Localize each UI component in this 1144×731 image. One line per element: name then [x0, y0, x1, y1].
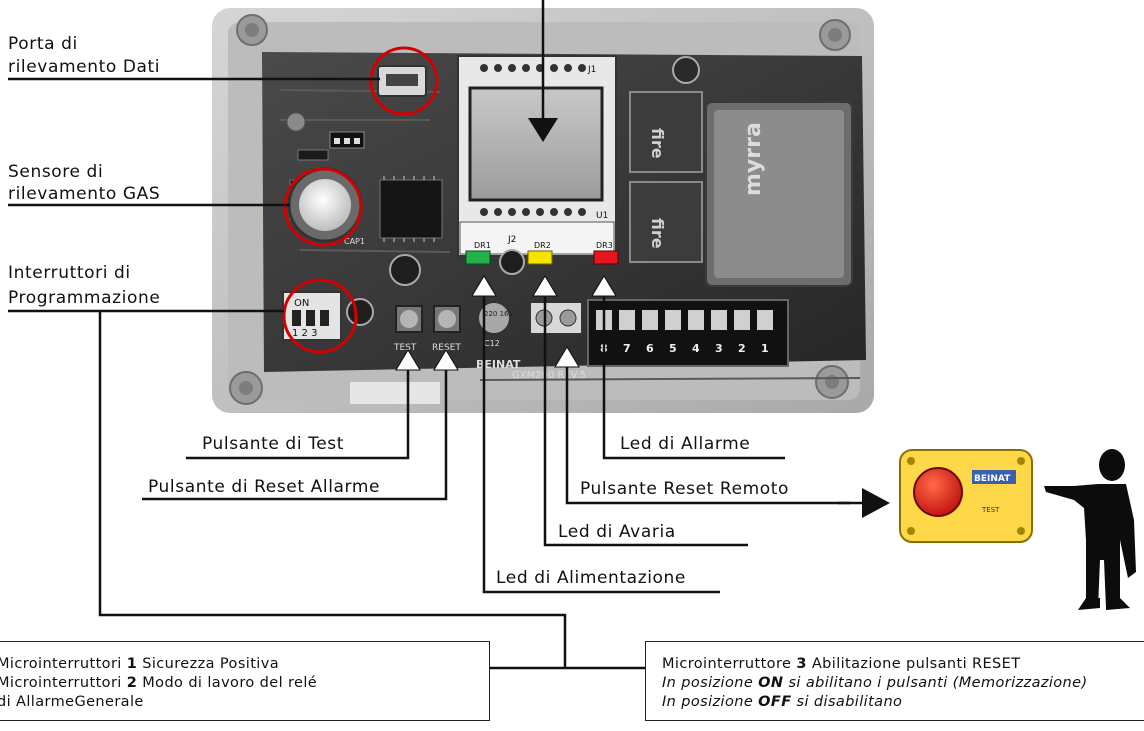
arrow-power-led [471, 275, 497, 297]
label-reset-alarm-button: Pulsante di Reset Allarme [148, 477, 381, 497]
cap-text: 220 16V [484, 310, 513, 318]
svg-text:ON: ON [294, 298, 309, 309]
dip-toggle-1 [292, 310, 301, 326]
label-alarm-led: Led di Allarme [620, 434, 751, 454]
pointing-person-silhouette [1044, 449, 1136, 610]
arrowheads [528, 118, 890, 518]
arrow-remote [862, 488, 890, 518]
silk-reset: RESET [432, 343, 461, 353]
label-switches-line1: Interruttori di [8, 263, 131, 283]
label-data-port-line2: rilevamento Dati [8, 57, 161, 77]
pcb: fire fire myrra ON 1 2 3 [262, 52, 866, 381]
arrow-fault-led [532, 275, 558, 297]
led-power [465, 250, 491, 265]
capacitor-c12 [477, 301, 511, 335]
arrow-remote-terminal [554, 346, 580, 368]
silk-model: GXM200 REV.5 [512, 370, 586, 381]
dip-toggle-3 [320, 310, 329, 326]
arrow-reset [433, 349, 459, 371]
svg-text:U1: U1 [596, 211, 608, 221]
remote-reset-box: BEINAT TEST [899, 449, 1033, 543]
remote-box-brand: BEINAT [974, 474, 1011, 484]
terminal-number: 3 [715, 342, 723, 355]
lcd-screen [468, 86, 604, 202]
note-switch-3: Microinterruttore 3 Abilitazione pulsant… [645, 641, 1144, 721]
leader-remote-reset [565, 365, 850, 505]
leader-switches-note [98, 311, 567, 668]
microcontroller-chip [379, 179, 443, 239]
led-fault [527, 250, 553, 265]
note-switches-1-2: Microinterruttori 1 Sicurezza Positiva M… [0, 641, 490, 721]
remote-box-caption: TEST [981, 506, 1000, 514]
svg-text:J1: J1 [587, 65, 596, 75]
terminal-number: 5 [669, 342, 677, 355]
label-remote-reset: Pulsante Reset Remoto [580, 479, 790, 499]
svg-text:CAP1: CAP1 [344, 237, 365, 246]
label-power-led: Led di Alimentazione [496, 568, 686, 588]
label-gas-sensor-line2: rilevamento GAS [8, 184, 161, 204]
svg-text:DR3: DR3 [596, 241, 613, 250]
label-fault-led: Led di Avaria [558, 522, 676, 542]
leader-power-led [482, 290, 720, 594]
pcb-screw [286, 112, 306, 132]
terminal-number: 2 [738, 342, 746, 355]
label-switches-line2: Programmazione [8, 288, 161, 308]
dip-toggle-2 [306, 310, 315, 326]
silk-mfr: BEINAT [476, 358, 521, 371]
silk-test: TEST [393, 343, 417, 353]
leader-reset [142, 368, 448, 501]
svg-text:1 2 3: 1 2 3 [292, 328, 317, 339]
arrow-alarm-led [591, 275, 617, 297]
terminal-number: 1 [761, 342, 769, 355]
svg-text:fire: fire [648, 218, 667, 249]
callout-gas-sensor [283, 167, 363, 247]
terminal-number: 7 [623, 342, 631, 355]
leader-test [186, 368, 410, 460]
label-gas-sensor-line1: Sensore di [8, 162, 104, 182]
emergency-button [913, 467, 963, 517]
callout-circles [282, 46, 439, 354]
callout-usb-port [369, 46, 439, 116]
callout-dip-switch [282, 278, 358, 354]
leader-fault-led [543, 290, 748, 547]
relay-2 [629, 181, 703, 263]
led-alarm [593, 250, 619, 265]
arrow-test [395, 349, 421, 371]
label-test-button: Pulsante di Test [202, 434, 345, 454]
white-arrows [395, 275, 617, 371]
transformer-brand: myrra [741, 122, 766, 196]
leader-alarm-led [602, 290, 785, 460]
terminal-strip [587, 299, 789, 367]
svg-text:fire: fire [648, 128, 667, 159]
leader-lines [8, 0, 862, 670]
label-data-port-line1: Porta di [8, 34, 78, 54]
relay-1 [629, 91, 703, 173]
svg-text:DR1: DR1 [474, 241, 491, 250]
svg-text:C12: C12 [484, 339, 500, 348]
svg-text:DR2: DR2 [534, 241, 551, 250]
terminal-number: 6 [646, 342, 654, 355]
svg-text:J2: J2 [507, 235, 516, 245]
arrow-lcd [528, 118, 558, 142]
terminal-number: 4 [692, 342, 700, 355]
